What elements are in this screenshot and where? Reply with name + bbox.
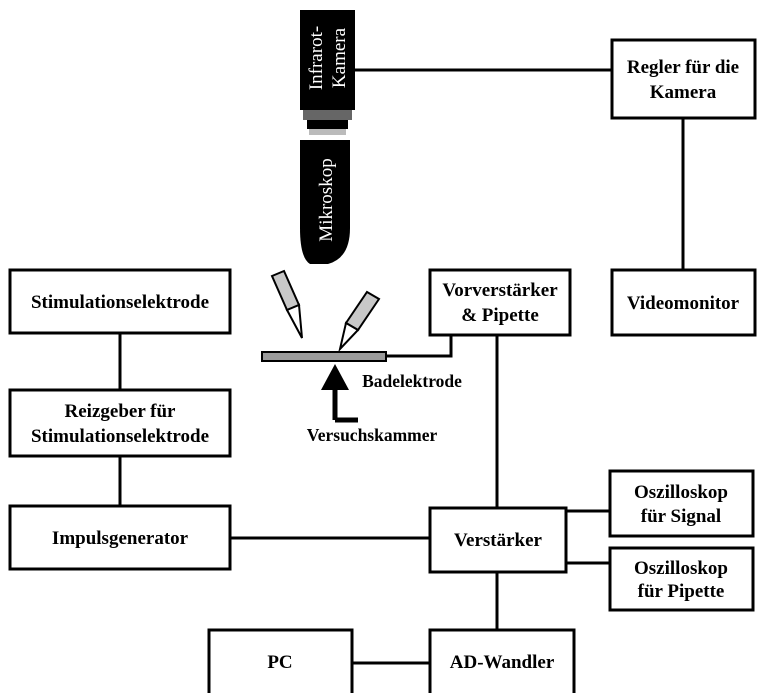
bath-electrode-label: Badelektrode	[362, 371, 462, 391]
verstaerker-box	[428, 506, 568, 574]
stimulation-electrode-box	[8, 268, 232, 335]
recording-pipette	[338, 290, 381, 353]
stimulation-pipette	[270, 269, 303, 339]
vorverstaerker-line1: Vorverstärker	[442, 280, 558, 301]
camera-label-line1: Infrarot-	[306, 26, 327, 90]
oszi-pipette-line2: für Pipette	[638, 581, 725, 602]
reizgeber-line2: Stimulationselektrode	[31, 426, 209, 447]
pc-label: PC	[267, 652, 292, 673]
microscope-label: Mikroskop	[316, 158, 337, 241]
regler-line2: Kamera	[650, 82, 717, 103]
stimulation-electrode-label: Stimulationselektrode	[31, 292, 209, 313]
impulsgenerator-label: Impulsgenerator	[52, 528, 189, 549]
videomonitor-box	[610, 268, 757, 337]
chamber-arrow	[321, 364, 358, 423]
microscope: Mikroskop	[300, 140, 350, 264]
chamber-plate	[261, 351, 387, 362]
verstaerker-label: Verstärker	[454, 530, 542, 551]
infrared-camera: Infrarot- Kamera	[300, 10, 355, 135]
oszi-pipette-box	[608, 546, 755, 612]
regler-line1: Regler für die	[627, 57, 739, 78]
oszi-signal-box	[608, 469, 755, 538]
vorverstaerker-box	[428, 268, 572, 337]
ad-wandler-label: AD-Wandler	[450, 652, 555, 673]
pc-box	[207, 628, 354, 693]
oszi-signal-line2: für Signal	[641, 506, 721, 527]
camera-label-line2: Kamera	[329, 27, 350, 88]
oszi-pipette-line1: Oszilloskop	[634, 558, 728, 579]
oszi-signal-line1: Oszilloskop	[634, 482, 728, 503]
wire-chamber-vorverstaerker	[386, 335, 453, 358]
vorverstaerker-line2: & Pipette	[461, 305, 539, 326]
impulsgenerator-box	[8, 504, 232, 571]
regler-box	[610, 38, 757, 120]
reizgeber-box	[8, 388, 232, 458]
ad-wandler-box	[428, 628, 576, 693]
videomonitor-label: Videomonitor	[627, 293, 740, 314]
chamber-label: Versuchskammer	[307, 425, 438, 445]
reizgeber-line1: Reizgeber für	[65, 401, 177, 422]
